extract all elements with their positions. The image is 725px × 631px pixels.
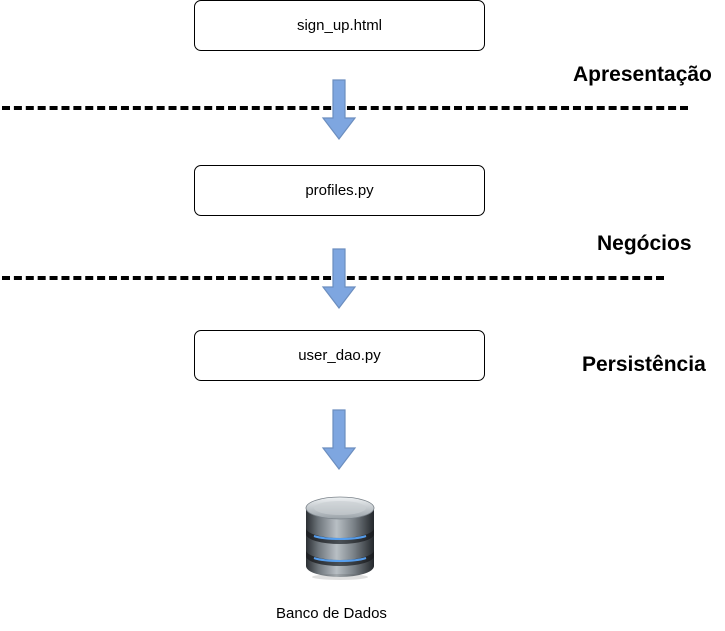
database-label: Banco de Dados	[276, 605, 387, 622]
business-file-label: profiles.py	[305, 182, 374, 199]
presentation-file-label: sign_up.html	[296, 17, 383, 34]
business-file-box[interactable]: profiles.py	[194, 165, 485, 216]
presentation-file-box[interactable]: sign_up.html	[194, 0, 485, 51]
arrow-down-icon	[321, 409, 357, 470]
layer-label-persistence: Persistência	[582, 353, 706, 376]
layer-label-business: Negócios	[597, 232, 692, 255]
database-icon	[305, 496, 375, 580]
arrow-down-icon	[321, 79, 357, 140]
persistence-file-box[interactable]: user_dao.py	[194, 330, 485, 381]
persistence-file-label: user_dao.py	[298, 347, 381, 364]
arrow-down-icon	[321, 248, 357, 309]
layer-label-presentation: Apresentação	[573, 63, 712, 86]
